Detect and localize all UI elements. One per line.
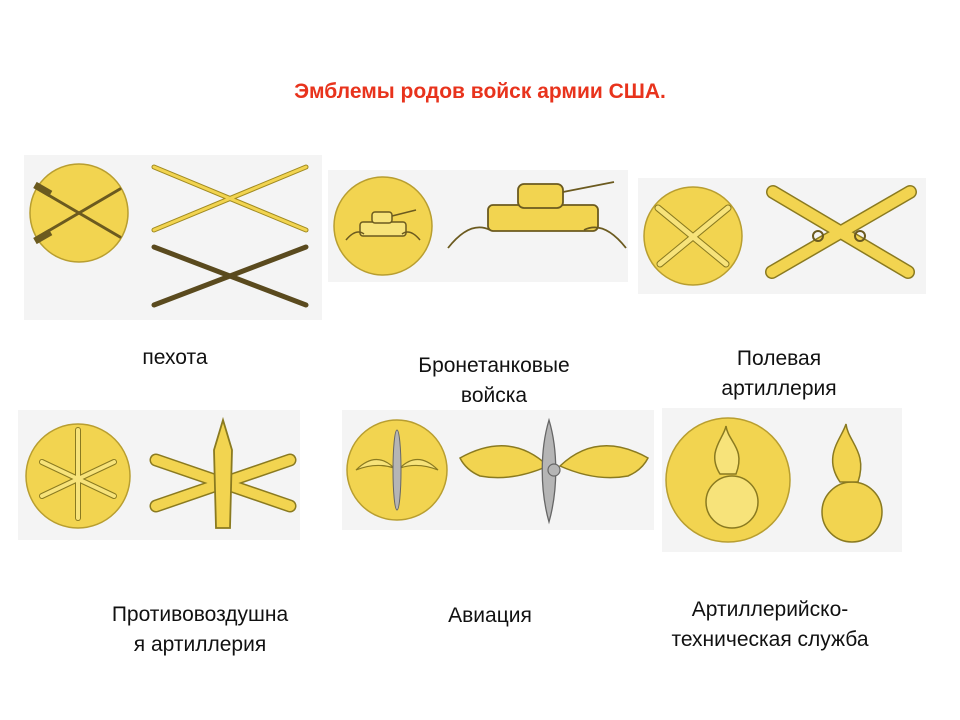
air-defense-caption: Противовоздушна я артиллерия (75, 600, 325, 660)
caption-line: Артиллерийско- (691, 598, 849, 621)
flaming-bomb-icon (665, 417, 883, 543)
ordnance-caption: Артиллерийско- техническая служба (640, 595, 900, 655)
caption-line: пехота (142, 346, 208, 369)
winged-propeller-icon (346, 417, 649, 525)
caption-line: Противовоздушна (111, 603, 289, 626)
armor-emblem-panel (328, 170, 628, 282)
aviation-caption: Авиация (420, 601, 560, 631)
infantry-emblem-panel (24, 155, 322, 320)
caption-line: я артиллерия (133, 633, 267, 656)
caption-line: техническая служба (671, 628, 869, 651)
ordnance-emblem-panel (662, 408, 902, 552)
caption-line: Бронетанковые (418, 354, 570, 377)
armor-caption: Бронетанковые войска (394, 351, 594, 411)
crossed-rifles-icon (29, 163, 309, 308)
caption-line: артиллерия (721, 377, 837, 400)
slide-title: Эмблемы родов войск армии США. (294, 80, 666, 103)
infantry-caption: пехота (110, 343, 240, 373)
caption-line: Авиация (448, 604, 532, 627)
crossed-cannons-icon (643, 185, 917, 286)
field-artillery-caption: Полевая артиллерия (684, 344, 874, 404)
tank-icon (333, 176, 627, 276)
aviation-emblem-panel (342, 410, 654, 530)
cannons-missile-icon (25, 416, 297, 529)
field-artillery-emblem-panel (638, 178, 926, 294)
caption-line: войска (460, 384, 528, 407)
air-defense-emblem-panel (18, 410, 300, 540)
caption-line: Полевая (736, 347, 822, 370)
